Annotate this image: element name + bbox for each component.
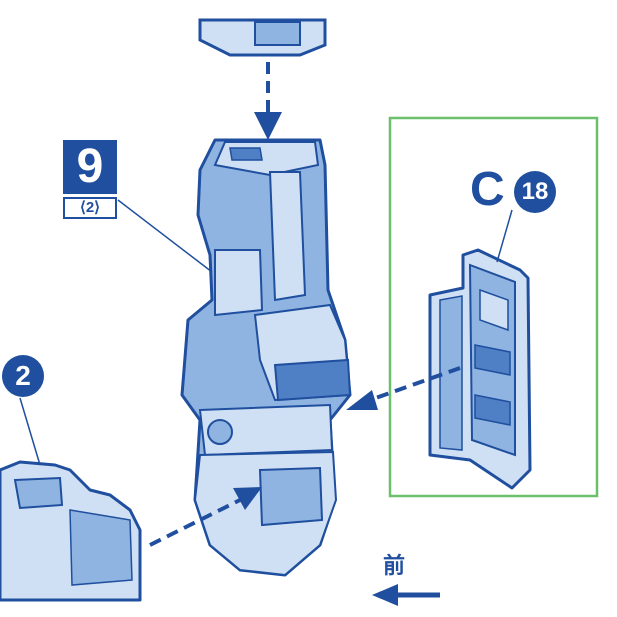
step-number-badge: 9	[63, 140, 117, 194]
front-direction-label: 前	[383, 553, 406, 578]
callout-runner-letter: C	[470, 163, 505, 216]
step-leader-line	[117, 199, 213, 273]
arrow-down-icon	[254, 62, 282, 140]
callout-frame	[388, 116, 599, 498]
front-arrow-icon	[372, 584, 440, 606]
part-leader-line	[19, 397, 41, 466]
callout-leader-line	[496, 209, 513, 263]
torso-assembly	[180, 138, 352, 577]
part-number-badge: 2	[2, 355, 44, 397]
top-part	[198, 18, 327, 57]
step-sub-label: ⟨2⟩	[63, 197, 117, 219]
callout-part-number: 18	[514, 171, 556, 213]
left-part	[0, 460, 142, 602]
arrow-left-icon	[346, 366, 461, 410]
c18-part	[428, 248, 532, 490]
arrow-right-icon	[149, 487, 262, 547]
